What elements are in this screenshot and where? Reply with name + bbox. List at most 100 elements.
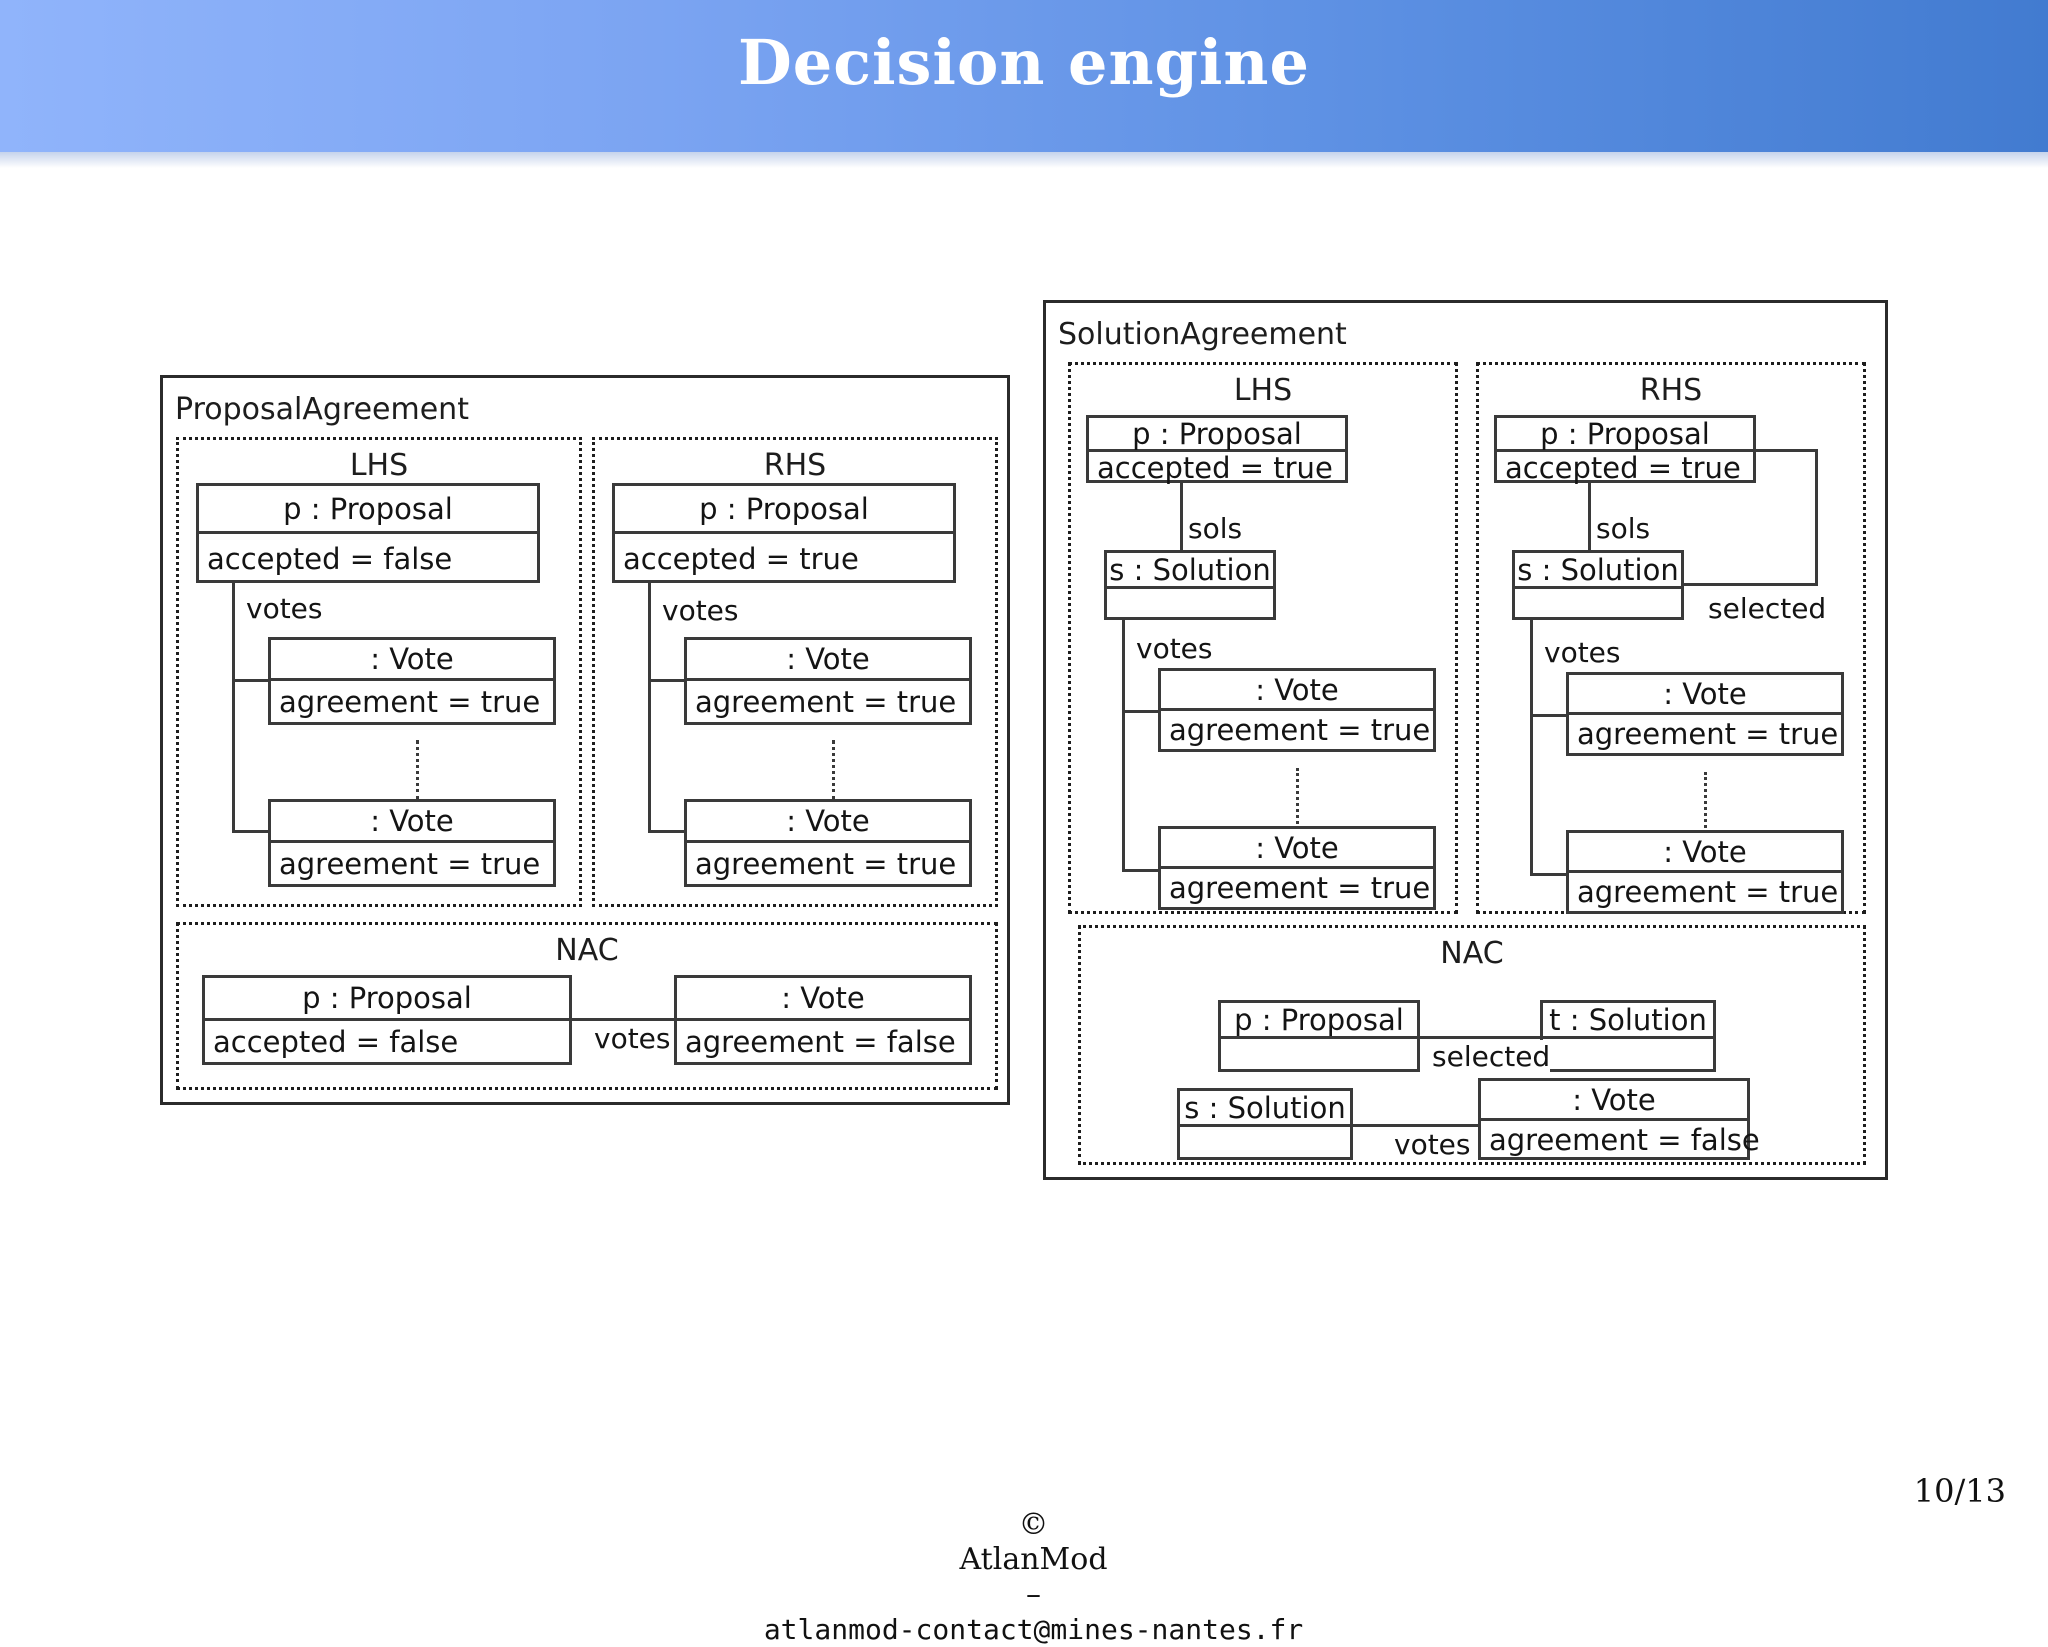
node-solution-nac-p-head: p : Proposal xyxy=(1221,1003,1417,1039)
panel-solution-rhs-title: RHS xyxy=(1639,373,1703,408)
node-proposal-lhs-vote-1-head: : Vote xyxy=(271,640,553,681)
node-solution-rhs-s-body xyxy=(1515,589,1681,620)
node-proposal-lhs-p: p : Proposal accepted = false xyxy=(196,483,540,583)
node-solution-lhs-vote-2: : Vote agreement = true xyxy=(1158,826,1436,910)
footer-credit: © AtlanMod – atlanmod-contact@mines-nant… xyxy=(0,1472,2048,1647)
node-solution-rhs-vote-1-head: : Vote xyxy=(1569,675,1841,715)
panel-solution-nac: NAC xyxy=(1078,925,1866,1165)
node-solution-nac-t-body xyxy=(1543,1039,1713,1072)
node-solution-rhs-s-head: s : Solution xyxy=(1515,553,1681,589)
edge-label-solution-rhs-sols: sols xyxy=(1596,512,1651,545)
edge-solution-rhs-votes-trunk xyxy=(1530,620,1533,876)
edge-proposal-lhs-votes-trunk xyxy=(232,583,235,833)
edge-label-solution-rhs-votes: votes xyxy=(1544,636,1621,669)
node-solution-lhs-vote-2-head: : Vote xyxy=(1161,829,1433,869)
edge-solution-nac-votes-line xyxy=(1353,1124,1480,1127)
node-proposal-lhs-p-body: accepted = false xyxy=(207,541,453,576)
node-solution-nac-p: p : Proposal xyxy=(1218,1000,1420,1072)
node-solution-lhs-p: p : Proposal accepted = true xyxy=(1086,415,1348,485)
edge-label-solution-nac-selected: selected xyxy=(1432,1040,1551,1073)
edge-label-proposal-nac-votes: votes xyxy=(594,1022,671,1055)
edge-solution-rhs-selected-right xyxy=(1815,449,1818,586)
node-solution-nac-s: s : Solution xyxy=(1177,1088,1353,1160)
edge-proposal-rhs-votes-trunk xyxy=(648,583,651,833)
footer-dash: – xyxy=(1026,1577,1042,1612)
ellipsis-proposal-rhs xyxy=(832,740,835,800)
node-proposal-nac-vote: : Vote agreement = false xyxy=(674,975,972,1065)
node-proposal-rhs-vote-2-head: : Vote xyxy=(687,802,969,843)
panel-proposal-nac-title: NAC xyxy=(555,933,619,968)
node-solution-lhs-s-head: s : Solution xyxy=(1107,553,1273,589)
diagram-solution-agreement-title: SolutionAgreement xyxy=(1058,317,1347,352)
node-proposal-nac-p-head: p : Proposal xyxy=(205,978,569,1021)
panel-proposal-lhs: LHS xyxy=(176,437,582,907)
edge-solution-lhs-votes-trunk xyxy=(1122,620,1125,872)
slide-title-bar xyxy=(0,0,2048,152)
edge-solution-rhs-sols-line xyxy=(1588,483,1591,555)
edge-solution-nac-selected-line xyxy=(1420,1036,1542,1039)
node-proposal-nac-vote-head: : Vote xyxy=(677,978,969,1021)
node-solution-nac-p-body xyxy=(1221,1039,1417,1072)
node-solution-nac-vote: : Vote agreement = false xyxy=(1478,1078,1760,1160)
node-solution-lhs-vote-1-head: : Vote xyxy=(1161,671,1433,711)
node-proposal-nac-p: p : Proposal accepted = false xyxy=(202,975,572,1065)
node-proposal-rhs-vote-1-head: : Vote xyxy=(687,640,969,681)
node-proposal-lhs-vote-2-body: agreement = true xyxy=(279,846,541,881)
node-proposal-rhs-vote-1: : Vote agreement = true xyxy=(684,637,972,725)
node-proposal-nac-p-body: accepted = false xyxy=(213,1024,459,1059)
node-solution-nac-s-body xyxy=(1180,1127,1350,1160)
ellipsis-solution-lhs xyxy=(1296,768,1299,824)
edge-label-solution-lhs-sols: sols xyxy=(1188,512,1243,545)
page-title: Decision engine xyxy=(738,26,1310,99)
panel-solution-lhs-title: LHS xyxy=(1233,373,1293,408)
node-solution-rhs-vote-2-body: agreement = true xyxy=(1577,875,1839,909)
node-proposal-rhs-vote-1-body: agreement = true xyxy=(695,684,957,719)
node-solution-lhs-p-head: p : Proposal xyxy=(1089,417,1345,452)
node-proposal-rhs-p-body: accepted = true xyxy=(623,541,859,576)
node-solution-nac-t-head: t : Solution xyxy=(1543,1003,1713,1039)
node-proposal-rhs-p: p : Proposal accepted = true xyxy=(612,483,956,583)
node-solution-rhs-s: s : Solution xyxy=(1512,550,1684,620)
edge-proposal-lhs-votes-branch-1 xyxy=(232,679,272,682)
page-number: 10/13 xyxy=(1913,1472,2006,1510)
panel-solution-nac-title: NAC xyxy=(1440,936,1504,971)
node-solution-rhs-vote-2: : Vote agreement = true xyxy=(1566,830,1844,914)
edge-label-solution-lhs-votes: votes xyxy=(1136,632,1213,665)
edge-solution-rhs-votes-branch-2 xyxy=(1530,873,1568,876)
edge-proposal-rhs-votes-branch-1 xyxy=(648,679,688,682)
node-proposal-lhs-vote-2-head: : Vote xyxy=(271,802,553,843)
edge-solution-lhs-votes-branch-1 xyxy=(1122,710,1160,713)
footer-email: atlanmod-contact@mines-nantes.fr xyxy=(763,1613,1304,1646)
footer-org: AtlanMod xyxy=(959,1542,1108,1577)
node-solution-rhs-vote-2-head: : Vote xyxy=(1569,833,1841,873)
edge-label-solution-rhs-selected: selected xyxy=(1708,592,1827,625)
node-proposal-lhs-vote-1-body: agreement = true xyxy=(279,684,541,719)
panel-proposal-rhs-title: RHS xyxy=(763,448,827,483)
edge-solution-lhs-sols-line xyxy=(1180,483,1183,555)
node-solution-nac-vote-head: : Vote xyxy=(1481,1081,1747,1121)
node-solution-lhs-s: s : Solution xyxy=(1104,550,1276,620)
node-solution-lhs-s-body xyxy=(1107,589,1273,620)
node-solution-nac-vote-body: agreement = false xyxy=(1489,1123,1760,1157)
copyright-icon: © xyxy=(1018,1507,1049,1542)
edge-label-solution-nac-votes: votes xyxy=(1394,1128,1471,1161)
node-solution-lhs-vote-1-body: agreement = true xyxy=(1169,713,1431,747)
node-solution-rhs-vote-1: : Vote agreement = true xyxy=(1566,672,1844,756)
node-solution-nac-t: t : Solution xyxy=(1540,1000,1716,1072)
panel-proposal-lhs-title: LHS xyxy=(349,448,409,483)
edge-proposal-lhs-votes-branch-2 xyxy=(232,830,272,833)
node-solution-lhs-p-body: accepted = true xyxy=(1097,450,1333,485)
node-proposal-nac-vote-body: agreement = false xyxy=(685,1024,956,1059)
edge-proposal-nac-votes-line xyxy=(572,1018,676,1021)
edge-proposal-rhs-votes-branch-2 xyxy=(648,830,688,833)
diagram-canvas: ProposalAgreement LHS p : Proposal accep… xyxy=(160,300,1888,1180)
node-solution-rhs-p-head: p : Proposal xyxy=(1497,417,1753,452)
node-proposal-lhs-p-head: p : Proposal xyxy=(199,486,537,534)
node-solution-rhs-vote-1-body: agreement = true xyxy=(1577,717,1839,751)
node-proposal-rhs-p-head: p : Proposal xyxy=(615,486,953,534)
edge-label-proposal-rhs-votes: votes xyxy=(662,594,739,627)
panel-solution-lhs: LHS xyxy=(1068,362,1458,914)
diagram-proposal-agreement-title: ProposalAgreement xyxy=(175,392,469,427)
node-solution-rhs-p-body: accepted = true xyxy=(1505,450,1741,485)
edge-solution-rhs-selected-bottom xyxy=(1682,583,1818,586)
